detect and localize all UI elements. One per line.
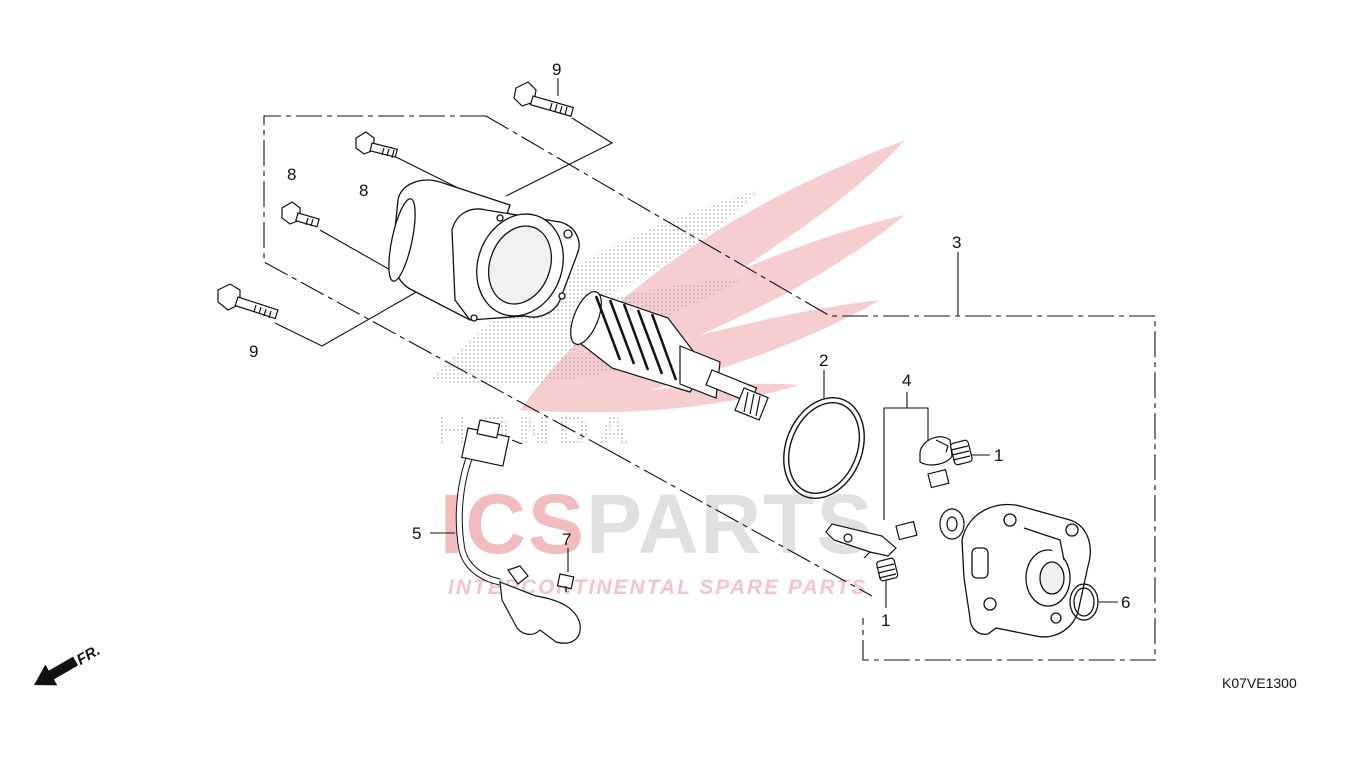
callout-7: 7 <box>562 530 571 549</box>
spring-1-right <box>950 439 973 466</box>
watermark-tagline: INTERCONTINENTAL SPARE PARTS <box>448 576 867 599</box>
callout-8-left: 8 <box>287 165 296 184</box>
screw-7 <box>556 573 575 592</box>
watermark-logo: ICSPARTS <box>440 477 875 571</box>
spring-1-bottom <box>876 557 899 582</box>
front-label: FR. <box>74 642 103 669</box>
callout-3: 3 <box>952 233 961 252</box>
honda-wing-shadow <box>430 190 760 385</box>
front-arrow-icon <box>34 656 79 686</box>
bolt-8-top <box>355 131 398 159</box>
drawing-code: K07VE1300 <box>1222 675 1297 691</box>
bolt-9-left <box>217 283 279 320</box>
bolt-8-left <box>281 201 320 228</box>
o-ring-6 <box>1069 583 1099 621</box>
brush-holder-arm <box>825 520 918 559</box>
front-direction-arrow: FR. <box>34 642 103 686</box>
callout-6: 6 <box>1121 593 1130 612</box>
end-cover <box>961 503 1091 638</box>
brush-spring-4 <box>919 436 953 489</box>
callout-5: 5 <box>412 524 421 543</box>
callout-9-top: 9 <box>552 60 561 79</box>
motor-case <box>388 179 580 322</box>
callout-8-top: 8 <box>359 181 368 200</box>
watermark-logo-rest: PARTS <box>586 477 874 571</box>
callout-9-left: 9 <box>249 342 258 361</box>
bolt-9-top <box>513 81 575 117</box>
callout-2: 2 <box>819 351 828 370</box>
wire-harness-5 <box>455 419 581 644</box>
callouts: 9 8 8 9 3 2 4 1 5 7 1 6 <box>249 60 1130 630</box>
gasket-2 <box>783 397 865 499</box>
callout-1-right: 1 <box>994 446 1003 465</box>
armature <box>570 291 769 421</box>
callout-1-bottom: 1 <box>881 611 890 630</box>
assembly-group-outline <box>263 115 1156 661</box>
callout-4: 4 <box>902 371 911 390</box>
bearing <box>939 508 965 540</box>
